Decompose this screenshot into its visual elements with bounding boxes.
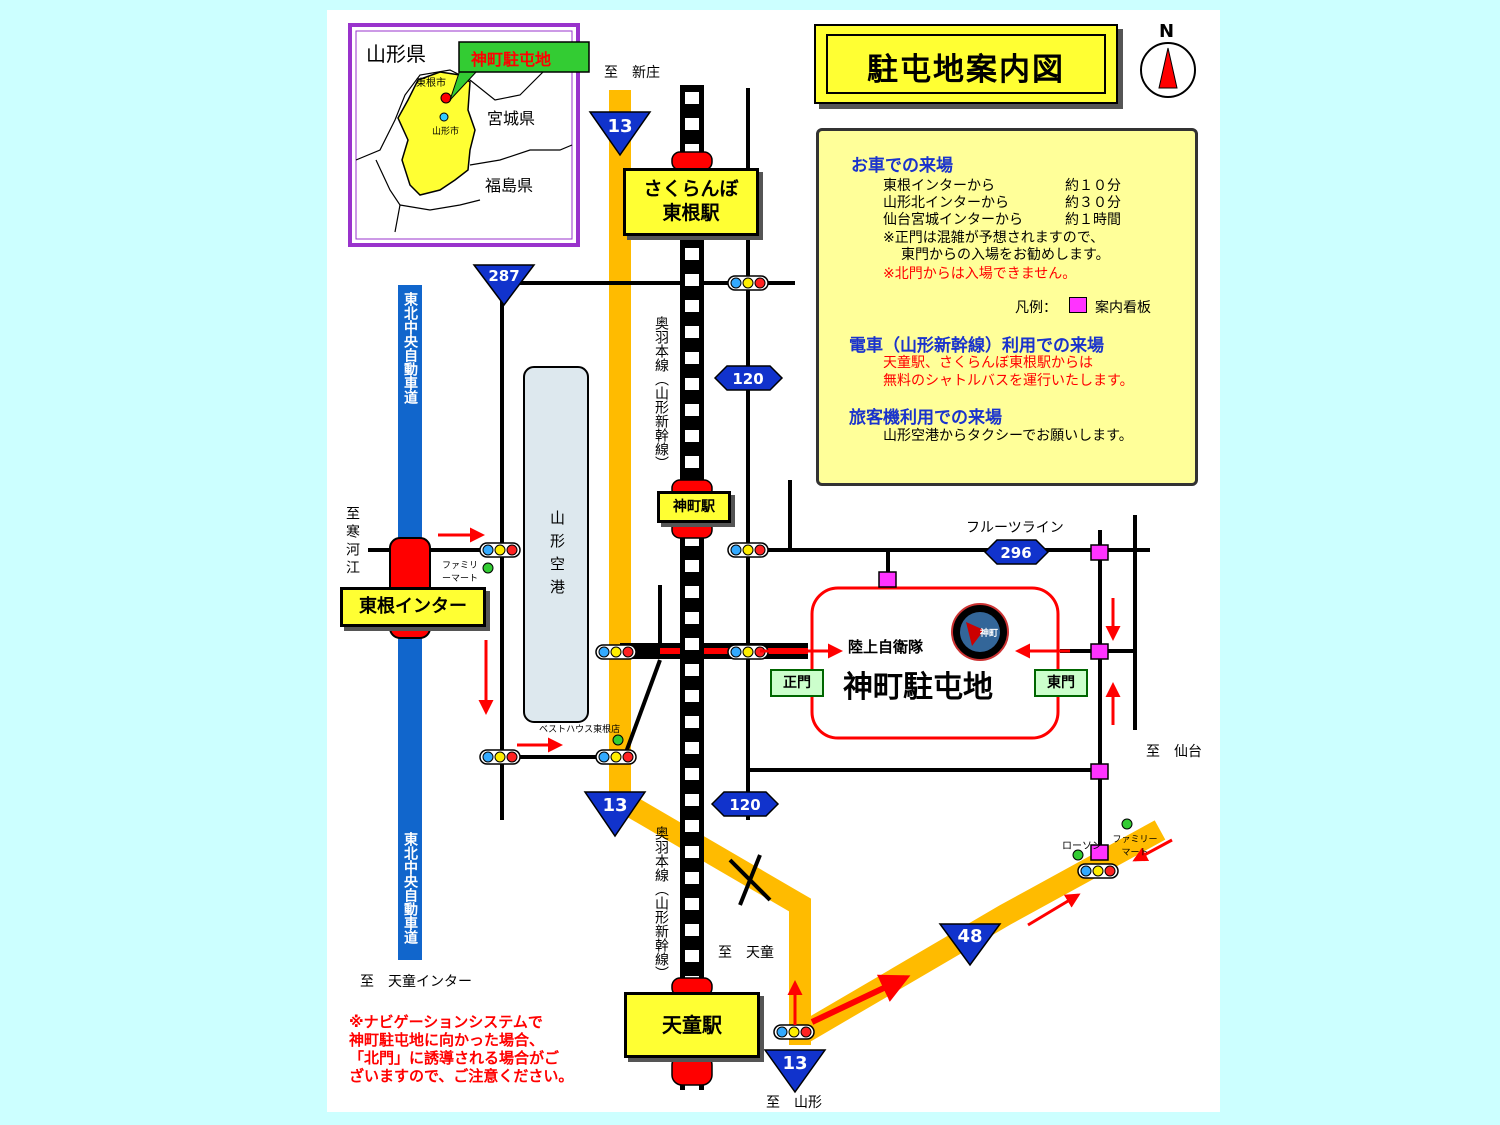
- route-120-number-south: 120: [729, 796, 760, 814]
- traffic-signal: [773, 1024, 815, 1040]
- north-label: N: [1159, 21, 1175, 42]
- legend-key-text: 案内看板: [1095, 300, 1151, 316]
- to-sendai-label: 至 仙台: [1146, 744, 1202, 760]
- yamagata-airport: [523, 366, 589, 723]
- kamimachi-station-label: 神町駅: [673, 499, 715, 515]
- familymart-label-east: ファミリーマート: [1112, 835, 1158, 858]
- car-row-1-time: 約１０分: [1065, 178, 1121, 194]
- route-13-shield-south: [763, 1049, 827, 1094]
- route-13-shield-north: [588, 111, 652, 157]
- warning-line-2: 神町駐屯地に向かった場合、: [349, 1031, 545, 1049]
- to-tendo-ic-label: 至 天童インター: [360, 974, 472, 990]
- car-heading: お車での来場: [851, 156, 953, 176]
- access-info-scroll: お車での来場 東根インターから 約１０分 山形北インターから 約３０分 仙台宮城…: [816, 128, 1198, 486]
- warning-line-4: ざいますので、ご注意ください。: [349, 1067, 574, 1085]
- airport-label: 山形空港: [548, 510, 566, 602]
- traffic-signal: [727, 275, 769, 291]
- traffic-signal: [727, 542, 769, 558]
- route-287-shield: [472, 264, 536, 307]
- car-row-2-time: 約３０分: [1065, 195, 1121, 211]
- kamimachi-station: 神町駅: [657, 491, 731, 523]
- car-row-3-time: 約１時間: [1065, 212, 1121, 228]
- route-13-number-south: 13: [782, 1053, 807, 1074]
- station-top-line-1: さくらんぼ: [643, 178, 739, 200]
- title-box: 駐屯地案内図: [814, 24, 1118, 104]
- yamagata-dot: [439, 112, 449, 122]
- main-gate-label: 正門: [770, 669, 824, 697]
- traffic-signal: [727, 644, 769, 660]
- route-287-number: 287: [488, 267, 519, 285]
- higashine-ic-label: 東根インター: [359, 596, 467, 617]
- east-gate-label: 東門: [1034, 669, 1088, 697]
- car-row-3-from: 仙台宮城インターから: [883, 212, 1023, 228]
- car-note-2: 東門からの入場をお勧めします。: [901, 247, 1110, 263]
- station-top-line-2: 東根駅: [662, 202, 720, 224]
- besthouse-label: ベストハウス東根店: [539, 725, 621, 735]
- legend-key-label: 凡例：: [1015, 300, 1057, 316]
- inset-callout-label: 神町駐屯地: [471, 50, 552, 69]
- railway-label-south: 奥羽本線（山形新幹線）: [653, 826, 669, 980]
- route-296-shield: [983, 539, 1050, 565]
- route-13-number-north: 13: [607, 116, 632, 137]
- air-heading: 旅客機利用での来場: [849, 408, 1002, 428]
- sakuranbo-higashine-station: さくらんぼ 東根駅: [623, 168, 759, 236]
- traffic-signals: [479, 275, 1119, 1040]
- higashine-ic-box: 東根インター: [340, 587, 486, 627]
- car-note-1: ※正門は混雑が予想されますので、: [883, 230, 1105, 246]
- traffic-signal: [1077, 863, 1119, 879]
- lawson-label: ローソン: [1062, 841, 1102, 852]
- higashine-dot: [440, 92, 452, 104]
- base-name-label: 神町駐屯地: [843, 670, 993, 705]
- car-row-1-from: 東根インターから: [883, 178, 995, 194]
- air-line-1: 山形空港からタクシーでお願いします。: [883, 428, 1133, 444]
- expressway-label-bottom: 東北中央自動車道: [402, 832, 418, 944]
- inset-city2-label: 山形市: [432, 127, 460, 137]
- base-small-label: 陸上自衛隊: [848, 638, 924, 656]
- inset-fukushima-label: 福島県: [485, 176, 534, 195]
- inset-callout-box: [458, 41, 590, 73]
- to-sagae-label: 至寒河江: [344, 506, 360, 578]
- inset-prefecture-label: 山形県: [366, 42, 426, 66]
- route-120-shield-south: [710, 791, 780, 817]
- route-48-number: 48: [957, 926, 982, 947]
- traffic-signal: [479, 542, 521, 558]
- train-line-1: 天童駅、さくらんぼ東根駅からは: [883, 355, 1093, 371]
- train-line-2: 無料のシャトルバスを運行いたします。: [883, 373, 1134, 389]
- to-tendo-label: 至 天童: [718, 945, 774, 961]
- shop-dots: [482, 562, 1133, 861]
- legend-key-swatch: [1069, 297, 1087, 313]
- railway-label-north: 奥羽本線（山形新幹線）: [653, 316, 669, 470]
- guide-signs: [878, 544, 1109, 861]
- to-shinjo-label: 至 新庄: [604, 65, 660, 81]
- route-13-number-mid: 13: [602, 795, 627, 816]
- route-arrows: [438, 527, 1173, 1025]
- warning-line-1: ※ナビゲーションシステムで: [349, 1013, 543, 1031]
- inset-outline: [355, 59, 573, 233]
- navigation-warning: ※ナビゲーションシステムで 神町駐屯地に向かった場合、 「北門」に誘導される場合…: [349, 1013, 573, 1085]
- expressway-label-top: 東北中央自動車道: [402, 292, 418, 404]
- traffic-signal: [595, 749, 637, 765]
- route-13-shield-mid: [583, 791, 647, 838]
- tendo-station-label: 天童駅: [662, 1013, 722, 1037]
- train-heading: 電車（山形新幹線）利用での来場: [849, 336, 1104, 356]
- route-296-number: 296: [1000, 544, 1031, 562]
- tendo-station: 天童駅: [624, 992, 760, 1058]
- inset-city1-label: 東根市: [416, 78, 446, 89]
- to-yamagata-label: 至 山形: [766, 1095, 822, 1111]
- fruits-line-label: フルーツライン: [966, 520, 1064, 536]
- base-emblem-text: 神町: [980, 629, 999, 639]
- traffic-signal: [595, 644, 637, 660]
- warning-line-3: 「北門」に誘導される場合がご: [349, 1049, 560, 1067]
- car-row-2-from: 山形北インターから: [883, 195, 1009, 211]
- familymart-label-west: ファミリーマート: [441, 561, 478, 584]
- route-120-number-north: 120: [732, 370, 763, 388]
- page-title: 駐屯地案内図: [867, 52, 1065, 88]
- traffic-signal: [479, 749, 521, 765]
- route-48-shield: [938, 923, 1002, 967]
- inset-miyagi-label: 宮城県: [487, 109, 536, 128]
- route-13-road: [609, 90, 811, 1045]
- car-note-3: ※北門からは入場できません。: [883, 266, 1077, 282]
- route-120-shield-north: [713, 365, 784, 391]
